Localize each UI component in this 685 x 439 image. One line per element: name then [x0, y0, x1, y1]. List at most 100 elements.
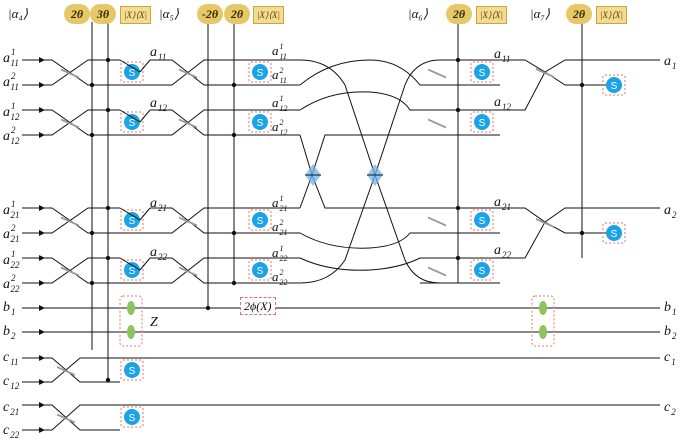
switch-label: S	[257, 266, 264, 277]
z-gate-box	[119, 295, 143, 347]
switch-box	[120, 259, 144, 281]
projector-x: |X⟩⟨X|	[596, 6, 627, 24]
input-label-c21: c21	[3, 400, 20, 417]
wire-label-a22-2: a222	[272, 268, 288, 287]
output-label-c2: c2	[664, 400, 676, 417]
wire-label-a12-2: a212	[272, 118, 288, 137]
phase-neg2theta-gate: -2θ	[197, 4, 223, 24]
switch-label: S	[257, 216, 264, 227]
mid-label-a12: a12	[150, 96, 167, 113]
switch-label: S	[257, 118, 264, 129]
projector-x: |X⟩⟨X|	[120, 6, 151, 24]
switch-box	[470, 111, 494, 133]
switch-label: S	[129, 366, 136, 377]
right-label-a11: a11	[494, 47, 511, 64]
ket-alpha7: |α₇⟩	[530, 6, 550, 21]
beam-splitter	[179, 68, 197, 79]
beam-splitter	[61, 118, 79, 129]
switch-gate	[124, 64, 140, 80]
wire	[119, 109, 141, 123]
wire-path	[299, 134, 440, 209]
switch-gate	[252, 212, 268, 228]
mid-label-a22: a22	[150, 245, 167, 262]
z-phase-gate	[539, 325, 547, 339]
z-phase-gate	[127, 325, 135, 339]
switch-gate	[474, 212, 490, 228]
beam-splitter	[428, 68, 446, 79]
beam-splitter	[428, 216, 446, 227]
switch-gate	[474, 262, 490, 278]
z-gate-label: Z	[150, 315, 158, 330]
wire-label-a21-2: a221	[272, 218, 288, 237]
switch-label: S	[479, 68, 486, 79]
mid-label-a11: a11	[150, 45, 167, 62]
switch-gate	[474, 64, 490, 80]
input-label-a12-2: a212	[3, 125, 20, 146]
beam-splitter	[179, 266, 197, 277]
control-dot	[231, 82, 237, 88]
switch-gate	[252, 64, 268, 80]
wire-label-a22-1: a122	[272, 244, 288, 263]
output-label-b2: b2	[664, 324, 677, 341]
switch-box	[120, 209, 144, 231]
switch-gate	[124, 409, 140, 425]
wire-path	[45, 416, 120, 431]
input-label-a11-1: a111	[3, 47, 19, 68]
beam-splitter	[536, 68, 554, 78]
switch-box	[248, 61, 272, 83]
output-label-b1: b1	[664, 300, 677, 317]
switch-gate	[124, 212, 140, 228]
switch-label: S	[129, 413, 136, 424]
wire	[139, 207, 151, 221]
beam-splitter	[61, 266, 79, 277]
wire	[500, 71, 610, 111]
switch-box	[120, 406, 144, 428]
switch-gate	[252, 114, 268, 130]
input-label-b1: b1	[3, 300, 16, 317]
projector-x: |X⟩⟨X|	[253, 6, 284, 24]
wire-label-a12-1: a112	[272, 94, 288, 113]
switch-gate	[124, 262, 140, 278]
control-dot	[231, 280, 237, 286]
phase-3theta-gate: 3θ	[90, 4, 116, 24]
switch-label: S	[129, 118, 136, 129]
beam-splitter	[61, 216, 79, 227]
switch-box	[602, 74, 626, 96]
control-dot	[89, 82, 95, 88]
switch-gate	[606, 225, 622, 241]
control-dot	[105, 377, 111, 383]
beam-splitter	[61, 68, 79, 79]
output-label-c1: c1	[664, 350, 676, 367]
input-label-a21-2: a221	[3, 223, 20, 244]
control-dot	[105, 57, 111, 63]
ket-alpha6: |α₆⟩	[408, 6, 428, 21]
switch-box	[120, 111, 144, 133]
wire-path	[299, 232, 440, 249]
wire	[139, 59, 151, 73]
wire	[119, 257, 141, 271]
control-dot	[105, 255, 111, 261]
z-phase-gate	[539, 301, 547, 315]
phase-2theta-gate: 2θ	[446, 4, 472, 24]
input-label-a21-1: a121	[3, 199, 20, 220]
control-dot	[231, 230, 237, 236]
switch-box	[602, 222, 626, 244]
switch-box	[248, 111, 272, 133]
beam-splitter	[179, 118, 197, 129]
beam-splitter	[428, 266, 446, 277]
wire-path	[150, 71, 268, 86]
switch-gate	[474, 114, 490, 130]
switch-label: S	[479, 216, 486, 227]
switch-gate	[606, 77, 622, 93]
input-label-a22-1: a122	[3, 249, 20, 270]
beam-splitter	[179, 216, 197, 227]
z-phase-gate	[127, 301, 135, 315]
switch-box	[248, 259, 272, 281]
input-label-b2: b2	[3, 324, 16, 341]
switch-label: S	[479, 266, 486, 277]
input-label-a12-1: a112	[3, 101, 20, 122]
switch-gate	[252, 262, 268, 278]
input-label-c12: c12	[3, 374, 20, 391]
switch-gate	[124, 362, 140, 378]
